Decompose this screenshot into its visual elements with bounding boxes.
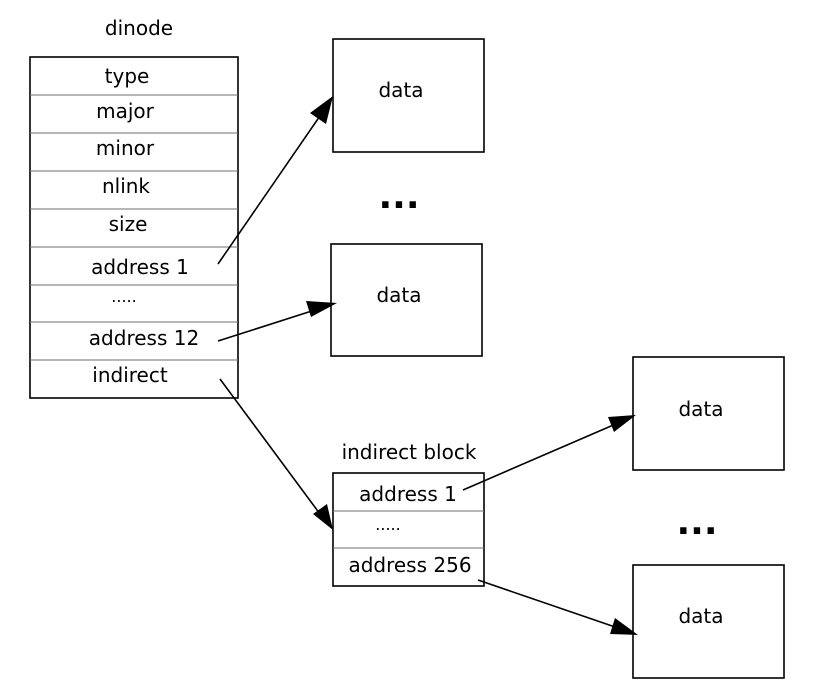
direct-data-blocks: data ... data — [330, 38, 485, 357]
dinode-structure: dinode type major minor nlink size addre… — [29, 16, 239, 399]
arrow-indirect-head — [313, 504, 333, 530]
indirect-data-block-bottom-label: data — [678, 604, 723, 628]
dinode-field-size: size — [109, 212, 148, 236]
indirect-data-block-bottom — [632, 564, 785, 679]
pointer-arrows — [217, 96, 638, 635]
direct-data-ellipsis: ... — [378, 176, 419, 217]
dinode-title: dinode — [105, 16, 173, 40]
indirect-field-ellipsis: ..... — [375, 515, 400, 534]
arrow-indirect-address-256-line — [477, 579, 619, 629]
indirect-data-blocks: data ... data — [632, 356, 785, 679]
indirect-data-block-top-label: data — [678, 397, 723, 421]
dinode-field-address-1: address 1 — [91, 255, 189, 279]
indirect-field-address-256: address 256 — [348, 553, 471, 577]
dinode-field-ellipsis: ..... — [111, 287, 136, 306]
arrow-indirect-address-256-head — [610, 618, 638, 635]
arrow-indirect-line — [219, 378, 321, 515]
indirect-block-structure: indirect block address 1 ..... address 2… — [332, 440, 485, 587]
arrow-indirect-address-1-line — [462, 422, 619, 491]
indirect-block-title: indirect block — [342, 440, 477, 464]
indirect-data-block-top — [632, 356, 785, 471]
arrow-indirect-address-1-head — [608, 415, 636, 432]
dinode-field-major: major — [96, 99, 155, 123]
dinode-field-address-12: address 12 — [89, 326, 199, 350]
arrow-address-12-head — [306, 301, 337, 317]
dinode-field-type: type — [105, 64, 150, 88]
dinode-field-nlink: nlink — [102, 174, 150, 198]
dinode-field-minor: minor — [96, 136, 155, 160]
data-block-middle — [330, 243, 483, 357]
data-block-middle-label: data — [376, 283, 421, 307]
data-block-top-label: data — [378, 78, 423, 102]
dinode-field-indirect: indirect — [92, 363, 168, 387]
dinode-box — [29, 56, 239, 399]
arrow-address-12-line — [217, 308, 319, 342]
indirect-block-box — [332, 472, 485, 587]
arrow-address-1-line — [217, 112, 323, 265]
data-block-top — [332, 38, 485, 153]
arrow-address-1-head — [310, 96, 333, 124]
indirect-field-address-1: address 1 — [359, 482, 457, 506]
indirect-data-ellipsis: ... — [676, 502, 717, 543]
